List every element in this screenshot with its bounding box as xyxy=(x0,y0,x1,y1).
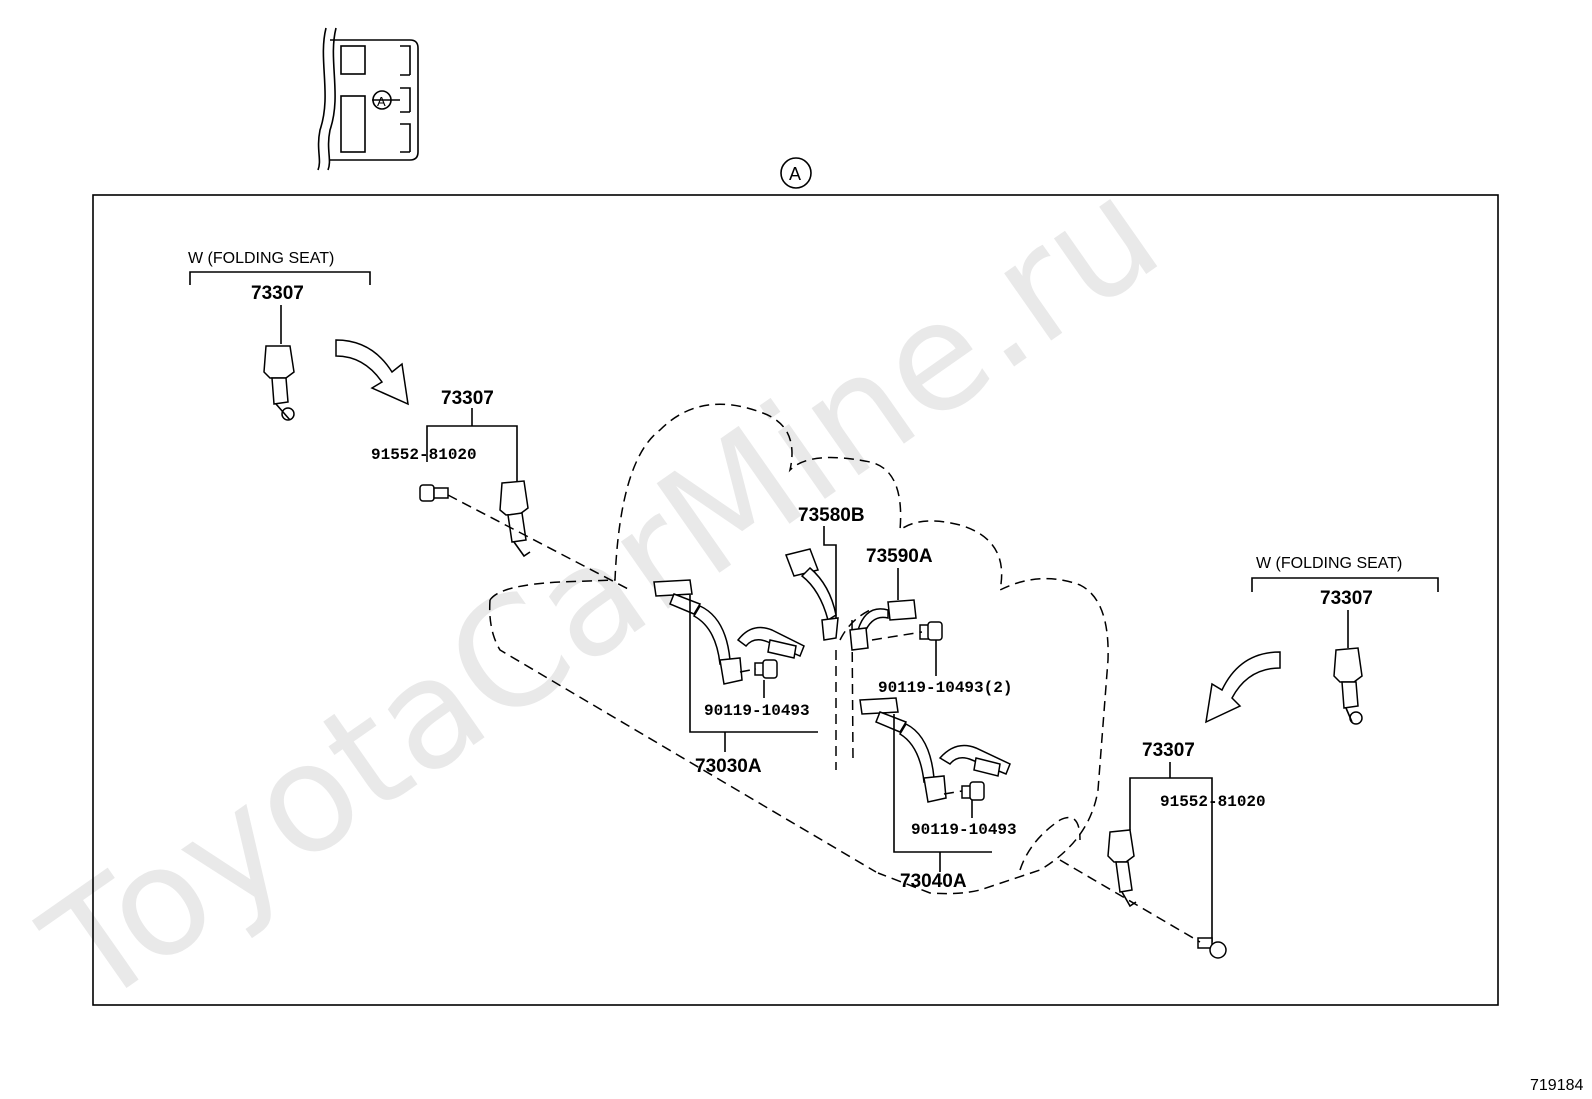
label-bolt-left-belt: 90119-10493 xyxy=(704,702,810,720)
right-part-top-label: 73307 xyxy=(1320,588,1373,609)
right-arrow-icon xyxy=(1205,651,1281,724)
center-belt-assemblies: 73580B 73590A 90119-10493(2) xyxy=(653,505,1017,892)
left-buckle-icon xyxy=(263,345,295,421)
right-buckle-main-icon xyxy=(1107,829,1137,908)
left-buckle-main-icon xyxy=(499,480,531,558)
right-part-main-label: 73307 xyxy=(1142,740,1195,761)
belt-73030a-icon xyxy=(653,579,805,685)
section-marker: A xyxy=(780,157,812,189)
label-bolt-right-belt: 90119-10493 xyxy=(911,821,1017,839)
label-73030a: 73030A xyxy=(695,756,762,777)
right-buckle-icon xyxy=(1333,647,1363,725)
left-bolt-icon xyxy=(419,484,449,502)
label-73590a: 73590A xyxy=(866,546,933,567)
left-bolt-label: 91552-81020 xyxy=(371,446,477,464)
left-arrow-icon xyxy=(335,339,409,406)
inset-locator: A xyxy=(317,27,419,171)
center-buckle-icon xyxy=(784,548,839,641)
diagram-frame xyxy=(92,194,1499,1006)
right-bolt-icon xyxy=(1197,937,1227,959)
right-bolt-label: 91552-81020 xyxy=(1160,793,1266,811)
right-folding-seat-group: W (FOLDING SEAT) 73307 73307 91552-81020 xyxy=(1059,555,1439,959)
pair-bolt-icon xyxy=(919,621,943,641)
belt-73040a-icon xyxy=(859,697,1011,803)
label-bolt-pair: 90119-10493(2) xyxy=(878,679,1012,697)
label-73040a: 73040A xyxy=(900,871,967,892)
right-caption: W (FOLDING SEAT) xyxy=(1256,555,1402,572)
watermark: ToyotaCarMine.ru xyxy=(15,145,1189,1040)
inset-marker-a: A xyxy=(377,94,386,109)
left-part-main-label: 73307 xyxy=(441,388,494,409)
label-73580b: 73580B xyxy=(798,505,865,526)
seat-outline xyxy=(488,403,1109,895)
section-marker-label: A xyxy=(789,164,801,184)
left-part-top-label: 73307 xyxy=(251,283,304,304)
left-folding-seat-group: W (FOLDING SEAT) 73307 73307 91552-81020 xyxy=(188,250,631,591)
figure-number: 719184 xyxy=(1530,1077,1583,1094)
belt-73040a-bolt-icon xyxy=(961,781,985,801)
right-center-buckle-icon xyxy=(849,599,917,651)
belt-73030a-bolt-icon xyxy=(754,659,778,679)
left-caption: W (FOLDING SEAT) xyxy=(188,250,334,267)
